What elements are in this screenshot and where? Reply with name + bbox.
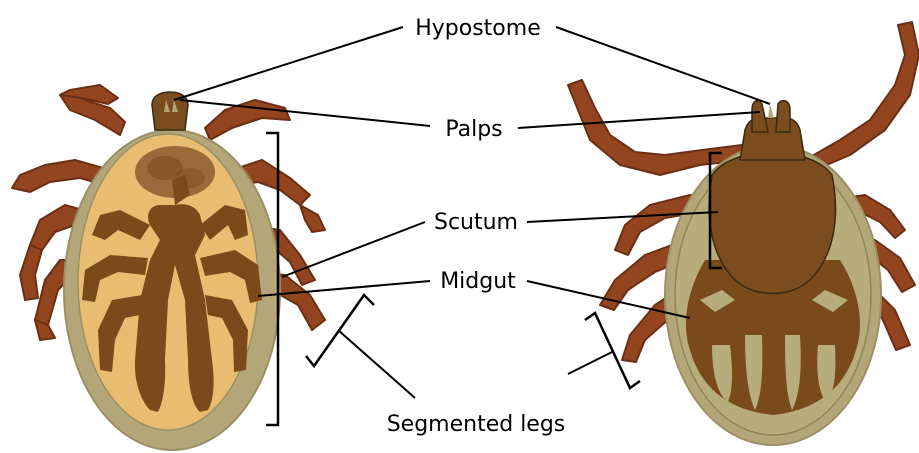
right-tick-mouthparts: [740, 101, 805, 160]
label-midgut: Midgut: [440, 269, 516, 294]
label-scutum: Scutum: [434, 210, 518, 235]
label-hypostome: Hypostome: [415, 16, 541, 41]
right-tick-scutum: [709, 152, 835, 294]
label-segmented-legs: Segmented legs: [387, 412, 566, 437]
right-tick: [568, 22, 919, 445]
label-palps: Palps: [445, 117, 502, 142]
